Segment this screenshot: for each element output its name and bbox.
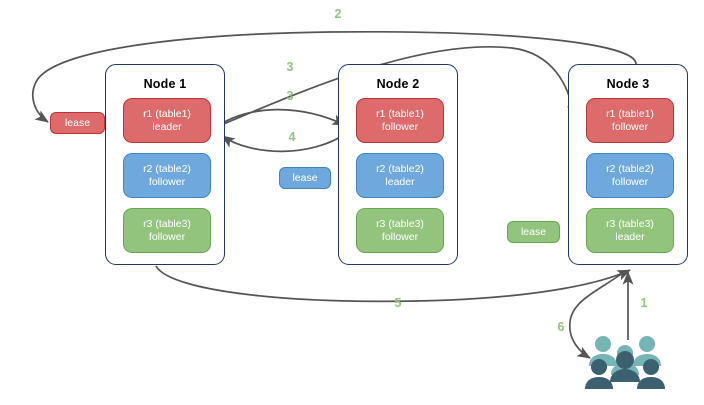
replica-n3r1[interactable]: r1 (table1) follower: [586, 98, 674, 143]
replica-n2r2[interactable]: r2 (table2) leader: [356, 153, 444, 198]
step-label-3a: 3: [286, 60, 294, 74]
replica-range-label: r2 (table2): [376, 163, 424, 175]
replica-role-label: leader: [615, 230, 645, 243]
replica-role-label: follower: [611, 175, 649, 188]
step-label-5: 5: [394, 296, 402, 310]
node-box-node3[interactable]: Node 3 r1 (table1) follower r2 (table2) …: [568, 64, 688, 265]
replica-range-label: r2 (table2): [606, 163, 654, 175]
step-label-3b: 3: [286, 89, 294, 103]
replica-range-label: r1 (table1): [606, 108, 654, 120]
step-label-6: 6: [557, 320, 565, 334]
step-label-1: 1: [640, 296, 648, 310]
node-title-node3: Node 3: [606, 77, 650, 91]
lease-badge-r2[interactable]: lease: [279, 167, 331, 189]
clients-group[interactable]: [585, 335, 669, 391]
replica-n3r2[interactable]: r2 (table2) follower: [586, 153, 674, 198]
replica-n3r3[interactable]: r3 (table3) leader: [586, 208, 674, 253]
replica-role-label: leader: [385, 175, 415, 188]
replica-n2r3[interactable]: r3 (table3) follower: [356, 208, 444, 253]
replica-role-label: follower: [148, 175, 186, 188]
replica-n1r2[interactable]: r2 (table2) follower: [123, 153, 211, 198]
node-title-node2: Node 2: [376, 77, 420, 91]
replica-n1r1[interactable]: r1 (table1) leader: [123, 98, 211, 143]
lease-badge-r1[interactable]: lease: [50, 112, 105, 134]
replica-range-label: r1 (table1): [143, 108, 191, 120]
replica-role-label: follower: [381, 230, 419, 243]
replica-n2r1[interactable]: r1 (table1) follower: [356, 98, 444, 143]
replica-range-label: r3 (table3): [606, 218, 654, 230]
lease-badge-r3[interactable]: lease: [507, 221, 560, 243]
replica-role-label: follower: [611, 120, 649, 133]
step-label-2: 2: [334, 7, 342, 21]
people-group-icon: [585, 336, 665, 389]
replica-role-label: leader: [152, 120, 182, 133]
node-title-node1: Node 1: [143, 77, 187, 91]
node-box-node2[interactable]: Node 2 r1 (table1) follower r2 (table2) …: [338, 64, 458, 265]
replica-n1r3[interactable]: r3 (table3) follower: [123, 208, 211, 253]
replica-range-label: r2 (table2): [143, 163, 191, 175]
step-label-4: 4: [288, 130, 296, 144]
replica-range-label: r3 (table3): [143, 218, 191, 230]
arrow-step-3-to-node2: [213, 108, 346, 129]
replica-role-label: follower: [381, 120, 419, 133]
replica-role-label: follower: [148, 230, 186, 243]
replica-range-label: r3 (table3): [376, 218, 424, 230]
replica-range-label: r1 (table1): [376, 108, 424, 120]
node-box-node1[interactable]: Node 1 r1 (table1) leader r2 (table2) fo…: [105, 64, 225, 265]
